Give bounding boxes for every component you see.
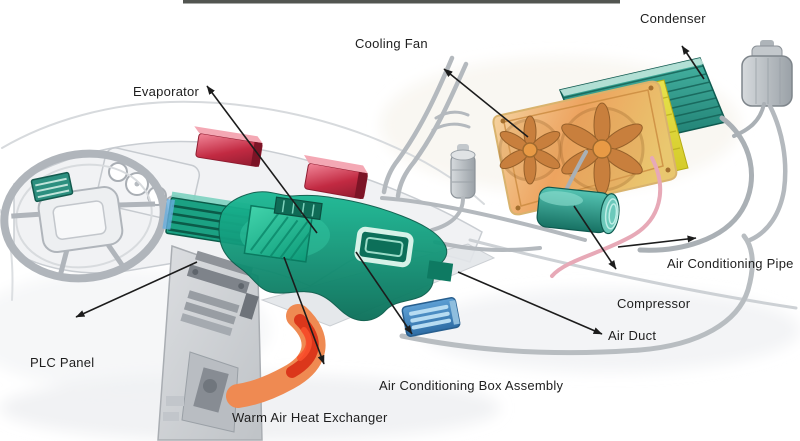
refrigerant-pipes-graphic <box>399 102 788 356</box>
label-compressor: Compressor <box>617 296 691 311</box>
label-evaporator: Evaporator <box>133 84 200 99</box>
blue-air-duct-graphic <box>401 297 461 337</box>
top-crop-bar <box>183 0 620 4</box>
accumulator-graphic <box>450 144 476 199</box>
label-air-conditioning-box-assembly: Air Conditioning Box Assembly <box>379 378 564 393</box>
steering-wheel <box>0 149 168 283</box>
label-air-conditioning-pipe: Air Conditioning Pipe <box>667 256 794 271</box>
pink-pipe <box>550 156 663 278</box>
label-cooling-fan: Cooling Fan <box>355 36 428 51</box>
label-warm-air-heat-exchanger: Warm Air Heat Exchanger <box>232 410 388 425</box>
label-air-duct: Air Duct <box>608 328 657 343</box>
dash-vent-left <box>30 171 74 203</box>
label-condenser: Condenser <box>640 11 706 26</box>
label-plc-panel: PLC Panel <box>30 355 95 370</box>
receiver-drier-tank-graphic <box>741 40 793 107</box>
box-outlet-opening <box>354 226 414 268</box>
